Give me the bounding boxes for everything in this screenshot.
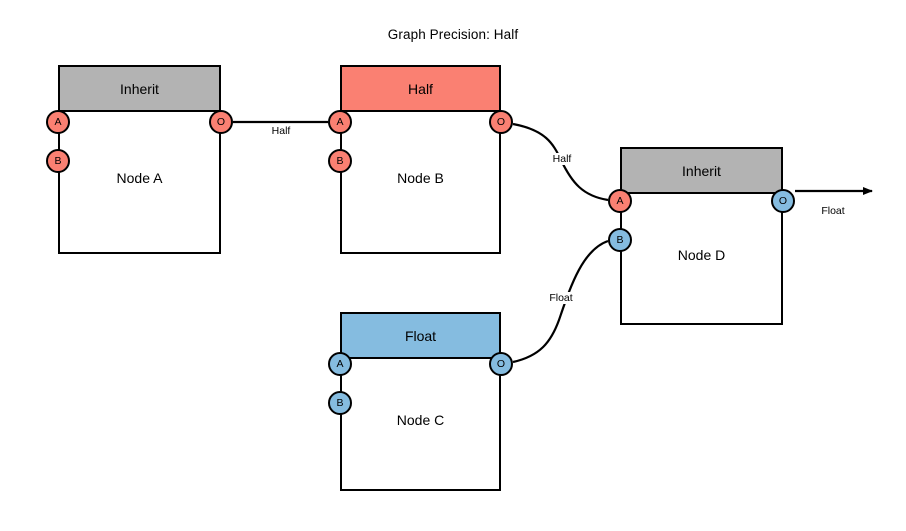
node-c-precision-label: Float xyxy=(404,327,437,344)
port-b-in-a[interactable]: A xyxy=(328,110,352,134)
port-c-out[interactable]: O xyxy=(489,352,513,376)
page-title: Graph Precision: Half xyxy=(387,27,519,42)
port-b-in-b-label: B xyxy=(336,155,344,167)
node-a-header: Inherit xyxy=(60,67,219,112)
node-d-name-label: Node D xyxy=(677,246,726,263)
port-c-in-a[interactable]: A xyxy=(328,352,352,376)
node-d-precision-label: Inherit xyxy=(682,162,721,179)
port-b-out-label: O xyxy=(496,116,506,128)
edge-c-to-d[interactable] xyxy=(512,239,609,364)
port-a-out-label: O xyxy=(216,116,226,128)
node-b-body: Node B xyxy=(342,112,499,252)
port-d-out-label: O xyxy=(778,195,788,207)
edge-b-to-d-label: Half xyxy=(550,153,574,165)
node-c-header: Float xyxy=(342,314,499,359)
edge-d-output-label: Float xyxy=(819,205,847,217)
port-d-in-b-label: B xyxy=(616,234,624,246)
port-b-in-b[interactable]: B xyxy=(328,149,352,173)
port-a-in-a[interactable]: A xyxy=(46,110,70,134)
node-c-body: Node C xyxy=(342,359,499,489)
node-a-body: Node A xyxy=(60,112,219,252)
port-d-out[interactable]: O xyxy=(771,189,795,213)
edge-c-to-d-label: Float xyxy=(547,292,575,304)
node-a-precision-label: Inherit xyxy=(120,80,159,97)
node-a-name-label: Node A xyxy=(116,170,163,186)
port-d-in-b[interactable]: B xyxy=(608,228,632,252)
node-c-name-label: Node C xyxy=(396,412,445,428)
port-a-in-b[interactable]: B xyxy=(46,149,70,173)
port-d-in-a[interactable]: A xyxy=(608,189,632,213)
port-c-in-a-label: A xyxy=(336,358,344,370)
node-d-body: Node D xyxy=(622,194,781,323)
node-b-precision-label: Half xyxy=(408,80,433,97)
node-b-name-label: Node B xyxy=(397,170,444,186)
port-b-out[interactable]: O xyxy=(489,110,513,134)
node-d-header: Inherit xyxy=(622,149,781,194)
port-a-in-b-label: B xyxy=(54,155,62,167)
port-b-in-a-label: A xyxy=(336,116,344,128)
node-b-header: Half xyxy=(342,67,499,112)
port-c-out-label: O xyxy=(496,358,506,370)
port-a-in-a-label: A xyxy=(54,116,62,128)
edge-a-to-b-label: Half xyxy=(269,125,293,137)
port-c-in-b-label: B xyxy=(336,397,344,409)
port-d-in-a-label: A xyxy=(616,195,624,207)
port-a-out[interactable]: O xyxy=(209,110,233,134)
port-c-in-b[interactable]: B xyxy=(328,391,352,415)
